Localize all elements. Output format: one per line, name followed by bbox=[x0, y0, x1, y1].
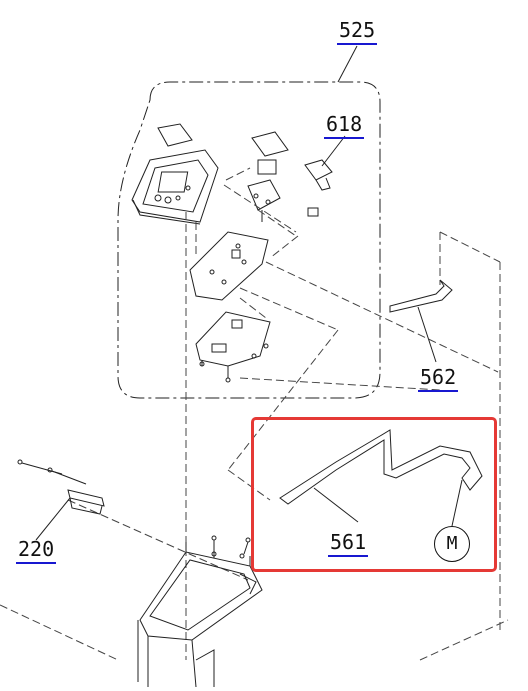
callout-618-text: 618 bbox=[326, 112, 363, 136]
sensor-board bbox=[247, 179, 281, 211]
main-board bbox=[189, 231, 269, 301]
callout-561-text: 561 bbox=[330, 530, 367, 554]
screws-220 bbox=[17, 459, 87, 485]
cable-561 bbox=[279, 429, 483, 527]
callout-525-underline bbox=[337, 43, 378, 45]
panel-label bbox=[157, 123, 193, 147]
motor-badge[interactable]: M bbox=[434, 526, 470, 562]
callout-618-underline bbox=[324, 137, 365, 139]
callout-562[interactable]: 562 bbox=[418, 365, 459, 392]
small-pcb bbox=[251, 131, 289, 157]
callout-220[interactable]: 220 bbox=[16, 537, 57, 564]
callout-561-underline bbox=[328, 555, 369, 557]
cable-562 bbox=[389, 279, 453, 363]
control-panel bbox=[131, 149, 219, 225]
callout-562-text: 562 bbox=[420, 365, 457, 389]
lower-board bbox=[195, 311, 271, 383]
callout-562-underline bbox=[418, 390, 459, 392]
callout-525-text: 525 bbox=[339, 18, 376, 42]
callout-220-text: 220 bbox=[18, 537, 55, 561]
connector-618 bbox=[304, 135, 346, 217]
callout-561[interactable]: 561 bbox=[328, 530, 369, 557]
lower-housing bbox=[137, 535, 263, 688]
leader-525 bbox=[337, 45, 358, 83]
callout-525[interactable]: 525 bbox=[337, 18, 378, 45]
part-220 bbox=[35, 489, 105, 541]
subassembly-outline bbox=[117, 81, 381, 399]
callout-220-underline bbox=[16, 562, 57, 564]
callout-618[interactable]: 618 bbox=[324, 112, 365, 139]
